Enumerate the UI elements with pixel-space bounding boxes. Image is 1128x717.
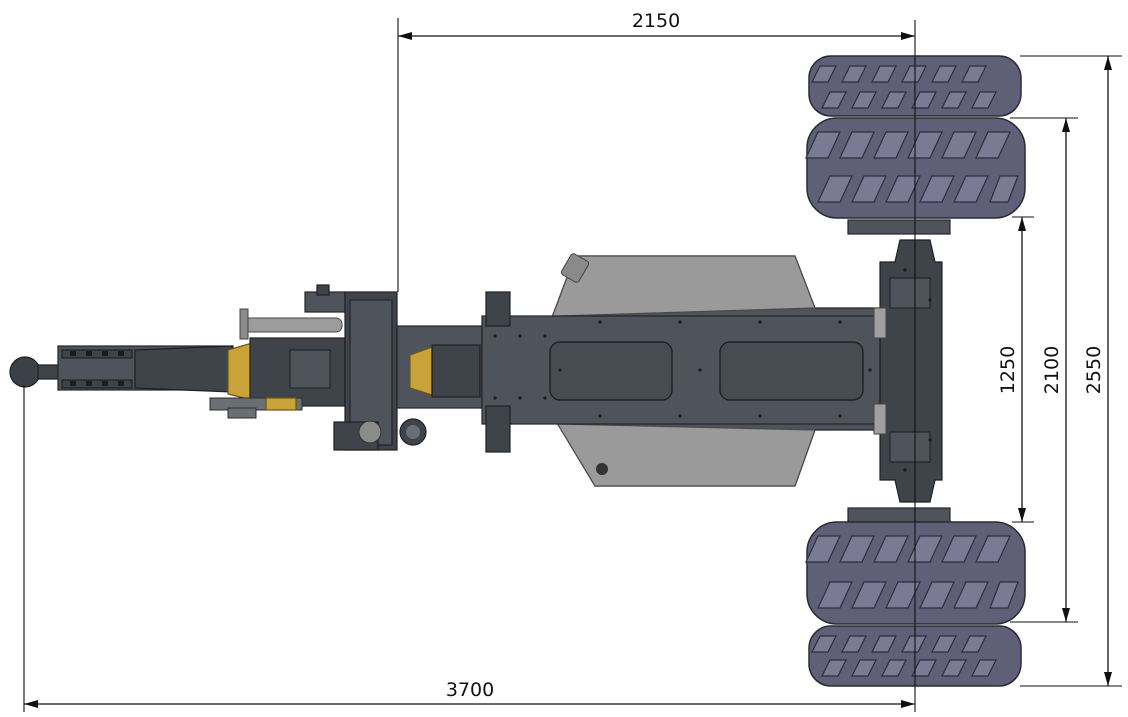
- dim-track-label: 2100: [1041, 346, 1063, 394]
- vehicle-top-view: [9, 20, 1026, 712]
- dim-inner-track: 1250: [997, 216, 1034, 523]
- rubber-coupling-rear: [409, 346, 433, 396]
- hydraulic-cylinder: [241, 317, 343, 333]
- dim-wheelbase-label: 2150: [632, 10, 680, 32]
- chassis-bolts: [493, 268, 932, 472]
- wheel-bottom-inner: [805, 521, 1026, 625]
- dim-wheelbase: 2150: [397, 10, 915, 292]
- tow-ball: [9, 356, 41, 388]
- cover-panel-left: [549, 341, 673, 401]
- wheel-top-inner: [805, 117, 1026, 219]
- dim-inner-track-label: 1250: [997, 346, 1019, 394]
- rubber-coupling-front: [227, 342, 253, 401]
- dim-overall-length: 3700: [23, 385, 915, 712]
- dim-overall-width: 2550: [1020, 55, 1122, 687]
- cover-panel-right: [719, 341, 864, 401]
- dim-overall-width-label: 2550: [1083, 346, 1105, 394]
- dim-overall-length-label: 3700: [446, 679, 494, 701]
- dim-track: 2100: [1010, 117, 1078, 623]
- tow-ball-neck: [37, 364, 61, 380]
- dimensions: 2150 3700 1250 2100: [23, 10, 1122, 712]
